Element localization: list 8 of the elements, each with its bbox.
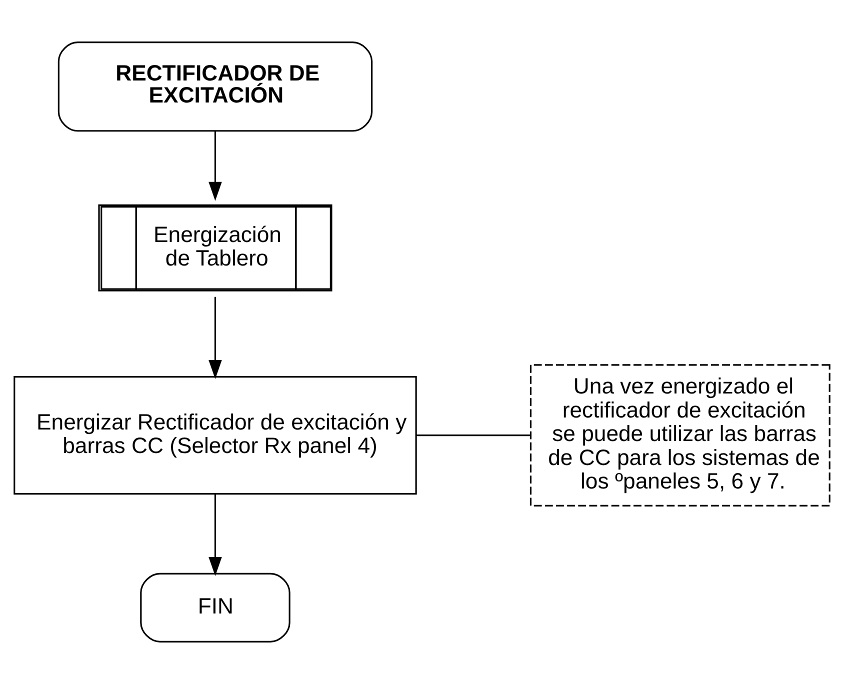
node-box: RECTIFICADOR DE EXCITACIÓN xyxy=(58,41,373,132)
arrow xyxy=(208,296,222,378)
node-box: FIN xyxy=(140,572,290,642)
node-box: Energizar Rectificador de excitación y barras CC (Selector Rx panel 4) xyxy=(14,376,417,494)
arrow xyxy=(208,130,222,200)
node-box: Una vez energizado el rectificador de excitación se puede utilizar las barras de CC para los sistemas de los ºpaneles 5, 6 y 7. xyxy=(530,364,830,506)
connector xyxy=(416,434,530,436)
arrow xyxy=(208,494,222,576)
